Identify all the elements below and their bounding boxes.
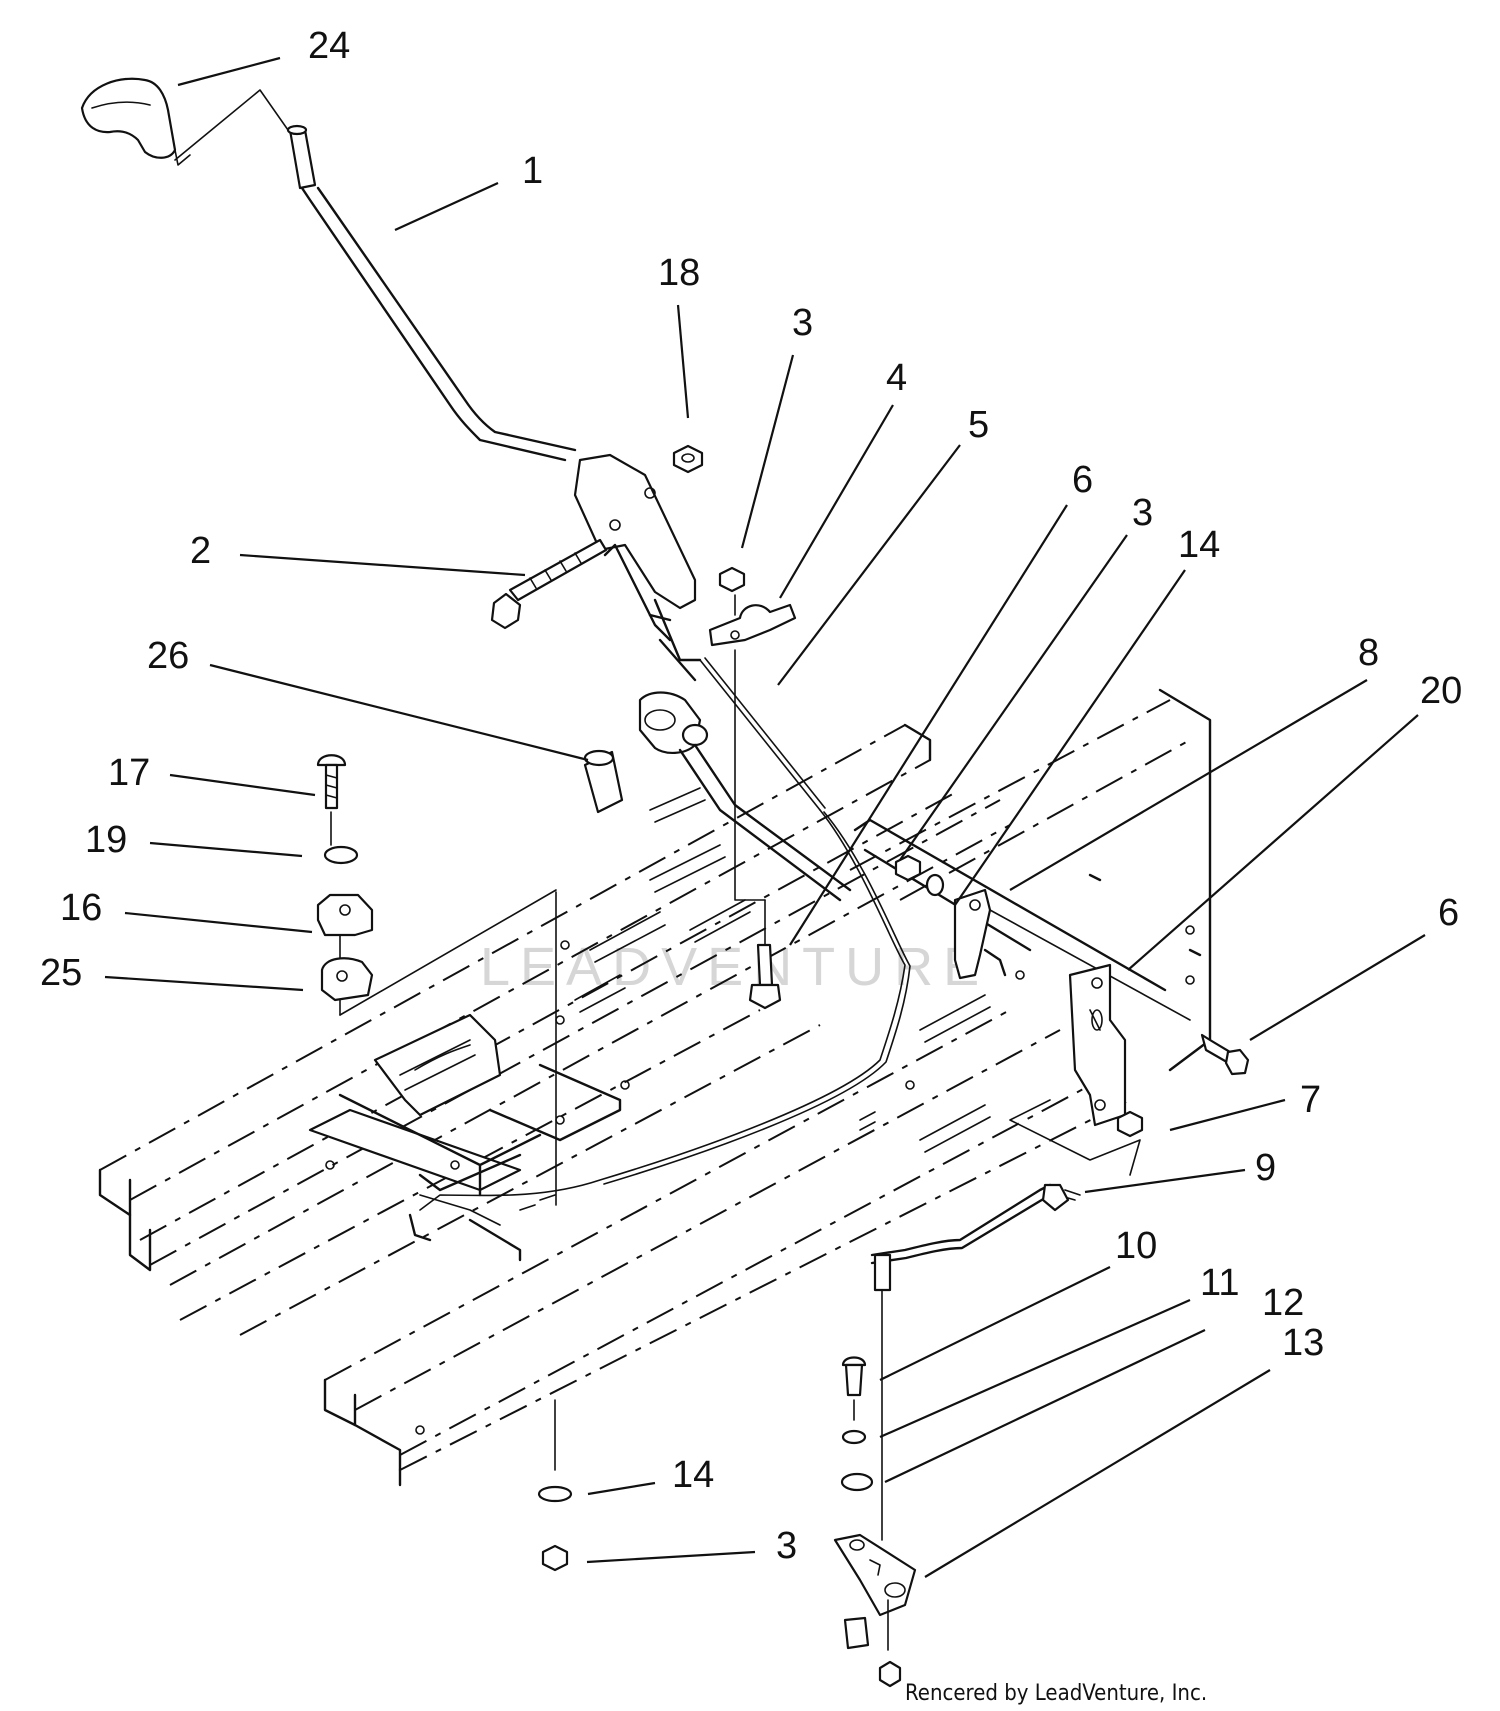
label-part-14: 14 <box>672 1454 714 1496</box>
shift-lever-assembly <box>80 77 911 1211</box>
washer-12 <box>840 1472 874 1492</box>
footer-credit: Rencered by LeadVenture, Inc. <box>905 1681 1207 1706</box>
label-part-17: 17 <box>108 752 150 794</box>
label-part-20: 20 <box>1420 670 1462 712</box>
part-labels: 24 1 18 3 4 5 6 3 14 2 26 8 20 17 19 16 … <box>40 25 1462 1567</box>
washer-14-mid <box>925 873 945 897</box>
frame-assembly <box>98 688 1212 1487</box>
label-part-3: 3 <box>1132 492 1153 534</box>
bolt-6-upper <box>756 943 774 987</box>
nut-18 <box>672 444 704 474</box>
label-part-10: 10 <box>1115 1225 1157 1267</box>
leader-lines <box>104 56 1426 1578</box>
label-part-3: 3 <box>792 302 813 344</box>
label-part-16: 16 <box>60 887 102 929</box>
label-part-2: 2 <box>190 530 211 572</box>
bolt-17 <box>316 754 347 767</box>
plate-25 <box>320 957 374 1002</box>
nut-3-upper <box>718 566 746 593</box>
label-part-6: 6 <box>1438 892 1459 934</box>
nut-3-bottom <box>541 1544 569 1572</box>
washer-11 <box>841 1429 867 1445</box>
label-part-3: 3 <box>776 1525 797 1567</box>
label-part-5: 5 <box>968 404 989 446</box>
bolt-10 <box>841 1356 867 1367</box>
hardware-parts <box>316 444 1250 1688</box>
label-part-8: 8 <box>1358 632 1379 674</box>
label-part-19: 19 <box>85 819 127 861</box>
label-part-13: 13 <box>1282 1322 1324 1364</box>
label-part-6: 6 <box>1072 459 1093 501</box>
bracket-8 <box>953 888 992 980</box>
washer-14-bottom <box>537 1485 573 1503</box>
clamp-4 <box>708 603 797 647</box>
label-part-9: 9 <box>1255 1147 1276 1189</box>
label-part-25: 25 <box>40 952 82 994</box>
washer-19 <box>323 845 359 865</box>
bolt-2 <box>508 538 608 602</box>
nut-3-mid <box>894 854 922 882</box>
nut-7 <box>1116 1110 1144 1138</box>
label-part-12: 12 <box>1262 1282 1304 1324</box>
plate-13 <box>833 1533 917 1617</box>
label-part-1: 1 <box>522 150 543 192</box>
label-part-26: 26 <box>147 635 189 677</box>
label-part-18: 18 <box>658 252 700 294</box>
label-part-7: 7 <box>1300 1079 1321 1121</box>
knob-24 <box>80 77 177 159</box>
label-part-11: 11 <box>1200 1262 1239 1304</box>
label-part-24: 24 <box>308 25 350 67</box>
label-part-14: 14 <box>1178 524 1220 566</box>
label-part-4: 4 <box>886 357 907 399</box>
